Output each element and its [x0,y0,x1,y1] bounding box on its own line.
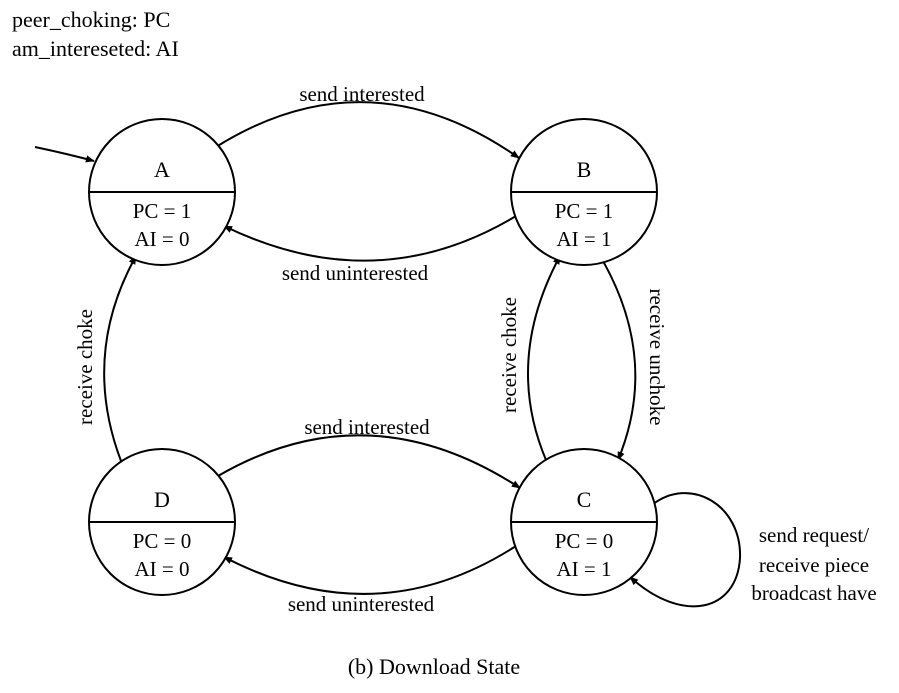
label-d-to-c: send interested [304,415,430,439]
state-d-name: D [154,487,170,512]
state-a: A PC = 1 AI = 0 [88,118,236,266]
edge-a-to-b [215,101,520,159]
state-b: B PC = 1 AI = 1 [510,118,658,266]
state-a-pc: PC = 1 [133,199,192,223]
label-c-to-b: receive choke [497,297,521,413]
state-d: D PC = 0 AI = 0 [88,448,236,596]
label-d-to-a: receive choke [73,309,97,425]
edge-d-to-c [217,434,521,489]
state-c-name: C [577,487,592,512]
edge-c-self-loop [629,492,742,608]
legend-am-interested: am_intereseted: AI [12,36,179,61]
state-d-ai: AI = 0 [134,557,189,581]
initial-state-arrow [34,146,95,163]
label-c-self-line1: send request/ [759,523,869,547]
edge-c-to-b [527,255,561,461]
state-a-name: A [154,157,170,182]
edge-d-to-a [103,255,137,462]
edge-b-to-a [223,215,517,262]
label-a-to-b: send interested [299,82,425,106]
figure-caption: (b) Download State [348,654,520,679]
state-b-name: B [577,157,592,182]
state-c: C PC = 0 AI = 1 [510,448,658,596]
state-b-ai: AI = 1 [556,227,611,251]
legend-peer-choking: peer_choking: PC [12,7,170,32]
label-c-self-line3: broadcast have [751,581,876,605]
state-c-pc: PC = 0 [555,529,614,553]
edge-b-to-c [602,260,637,461]
label-c-to-d: send uninterested [288,592,435,616]
state-b-pc: PC = 1 [555,199,614,223]
state-d-pc: PC = 0 [133,529,192,553]
state-a-ai: AI = 0 [134,227,189,251]
state-c-ai: AI = 1 [556,557,611,581]
label-b-to-c: receive unchoke [645,288,669,425]
edge-c-to-d [223,545,517,595]
label-b-to-a: send uninterested [282,261,429,285]
label-c-self-line2: receive piece [759,553,869,577]
